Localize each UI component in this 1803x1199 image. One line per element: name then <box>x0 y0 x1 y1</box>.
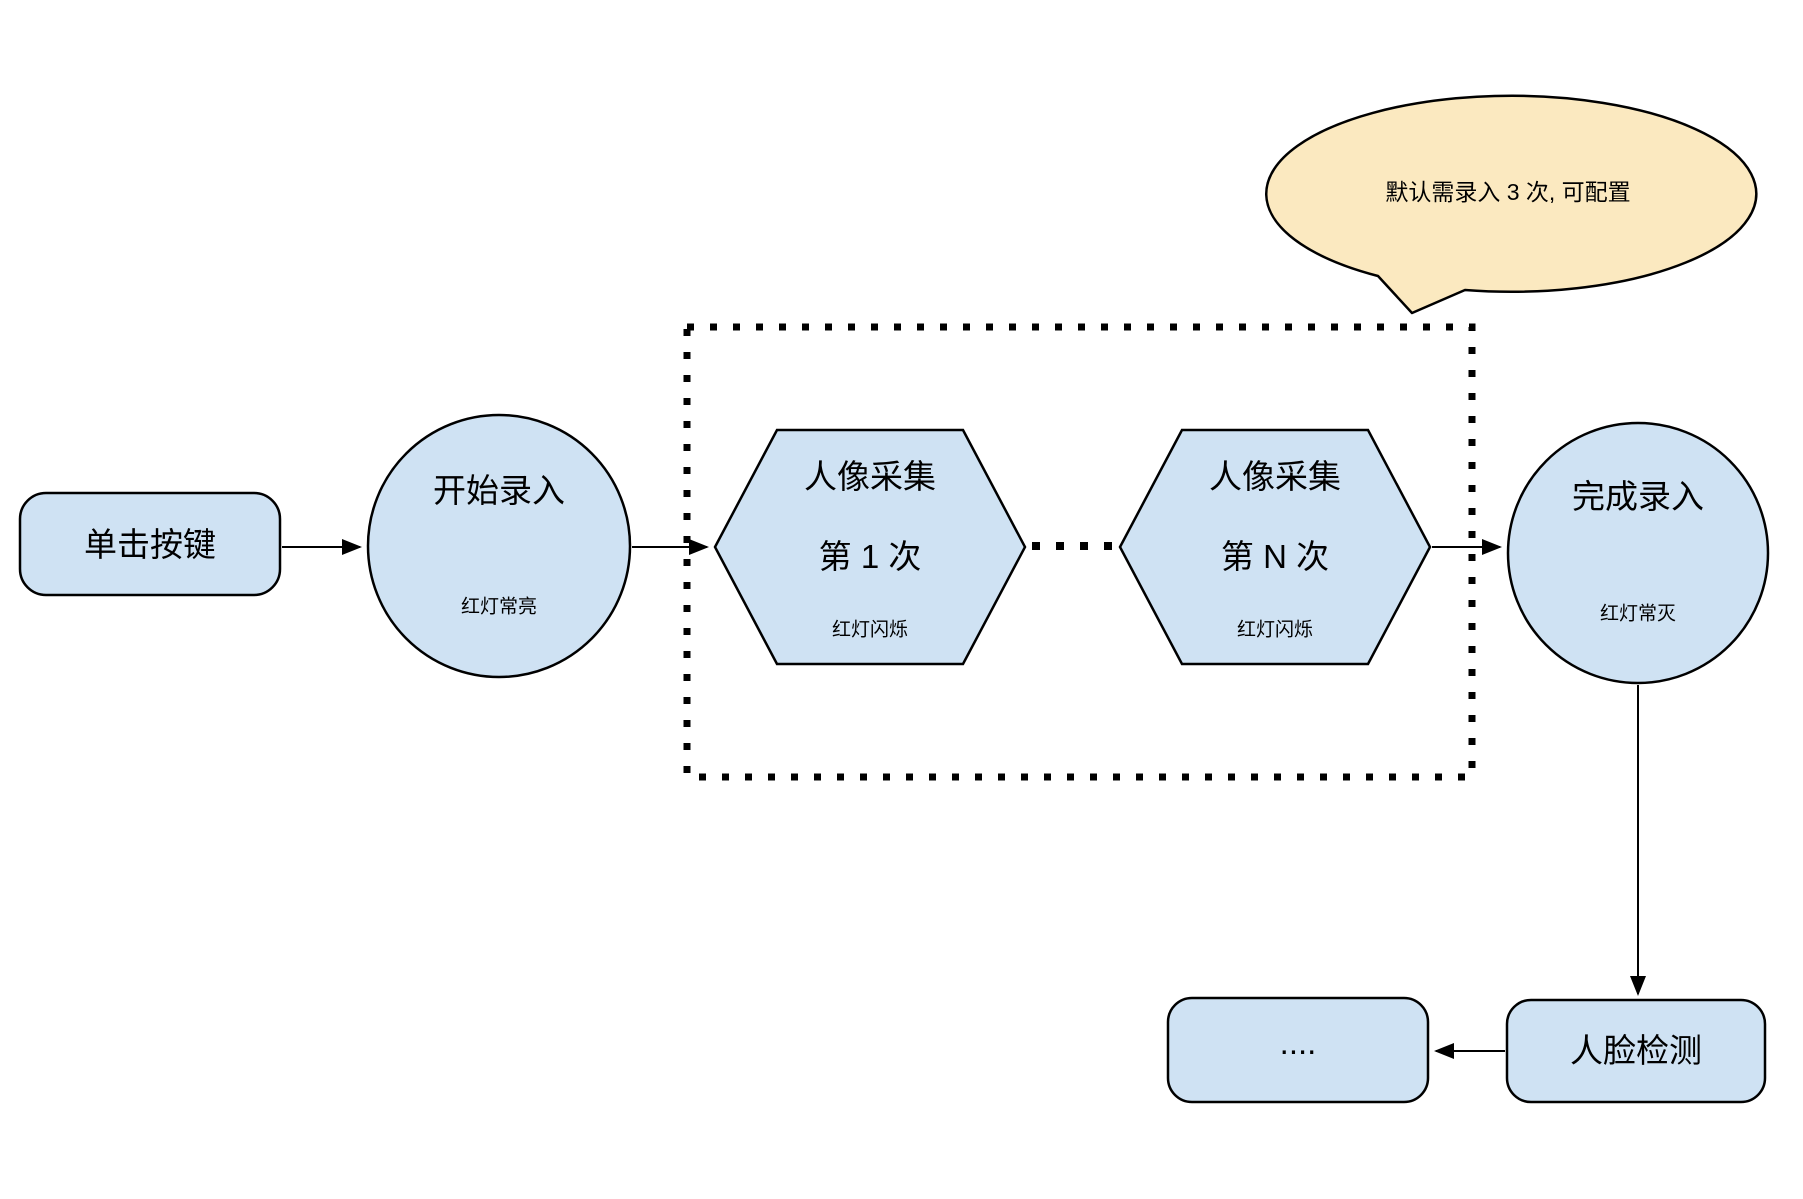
capture-n-times: 第 N 次 <box>1220 537 1330 575</box>
start-enroll-sublabel: 红灯常亮 <box>460 596 538 618</box>
loop-dotted-frame <box>683 323 1476 781</box>
placeholder-label: .... <box>1279 1023 1317 1061</box>
finish-enroll-node <box>1506 421 1770 685</box>
start-enroll-node <box>366 413 632 679</box>
finish-enroll-sublabel: 红灯常灭 <box>1599 603 1677 625</box>
placeholder-node <box>1166 996 1430 1104</box>
callout-text: 默认需录入 3 次, 可配置 <box>1385 179 1631 205</box>
callout-bubble <box>1265 94 1758 315</box>
capture-1-sublabel: 红灯闪烁 <box>831 619 909 641</box>
capture-n-sublabel: 红灯闪烁 <box>1236 619 1314 641</box>
click-button-node <box>18 491 282 597</box>
capture-1-hexagon <box>713 428 1027 666</box>
face-detect-label: 人脸检测 <box>1570 1031 1702 1069</box>
capture-n-hexagon <box>1118 428 1432 666</box>
face-detect-node <box>1505 998 1767 1104</box>
capture-1-times: 第 1 次 <box>818 537 922 575</box>
capture-1-title: 人像采集 <box>804 457 936 495</box>
ellipsis-dots <box>1032 542 1112 550</box>
finish-enroll-label: 完成录入 <box>1572 477 1704 515</box>
capture-n-title: 人像采集 <box>1209 457 1341 495</box>
start-enroll-label: 开始录入 <box>433 471 565 509</box>
click-button-label: 单击按键 <box>84 525 216 563</box>
